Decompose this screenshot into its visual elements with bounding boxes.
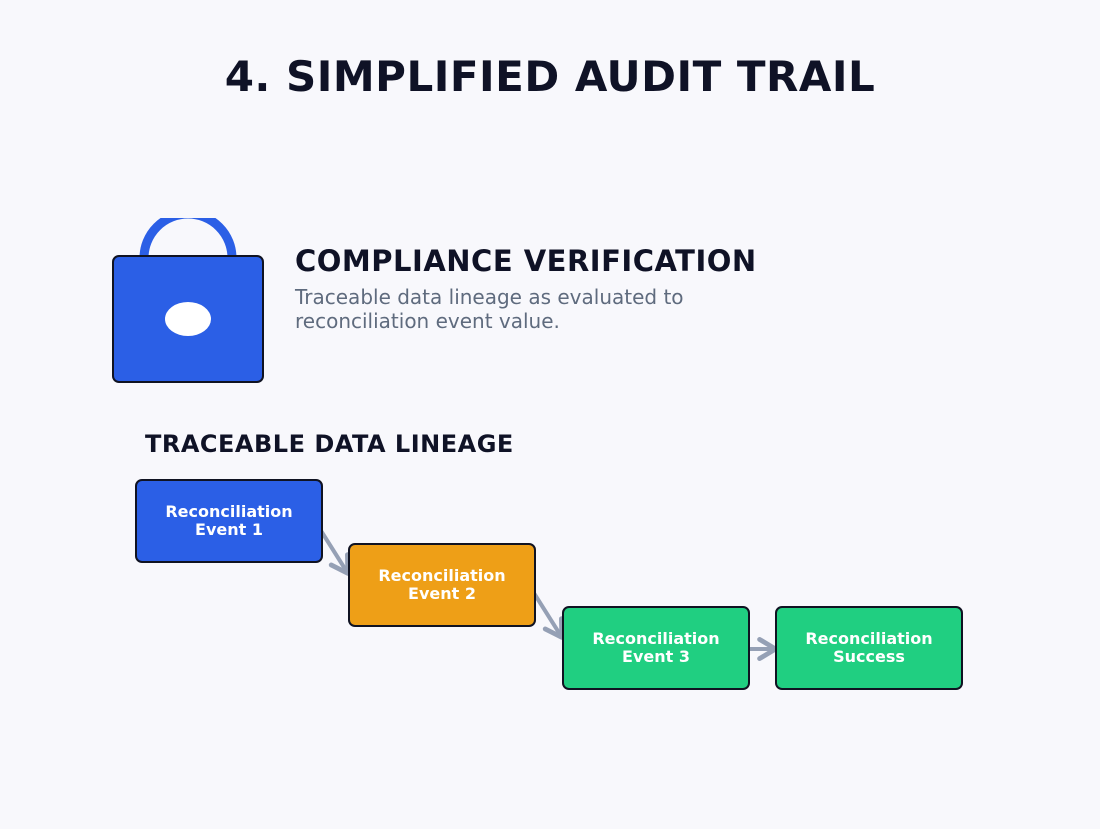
lineage-node-event-1: Reconciliation Event 1: [135, 479, 323, 563]
lock-keyhole: [165, 302, 211, 336]
arrow-event2-to-event3: [530, 588, 565, 640]
lineage-heading: TRACEABLE DATA LINEAGE: [145, 430, 514, 458]
lineage-node-success: Reconciliation Success: [775, 606, 963, 690]
lock-shackle: [139, 218, 237, 259]
page-title: 4. SIMPLIFIED AUDIT TRAIL: [224, 52, 876, 101]
lineage-node-event-2: Reconciliation Event 2: [348, 543, 536, 627]
lineage-node-event-3: Reconciliation Event 3: [562, 606, 750, 690]
compliance-description: Traceable data lineage as evaluated to r…: [295, 285, 684, 333]
lock-icon: [112, 218, 264, 383]
compliance-heading: COMPLIANCE VERIFICATION: [295, 244, 757, 278]
